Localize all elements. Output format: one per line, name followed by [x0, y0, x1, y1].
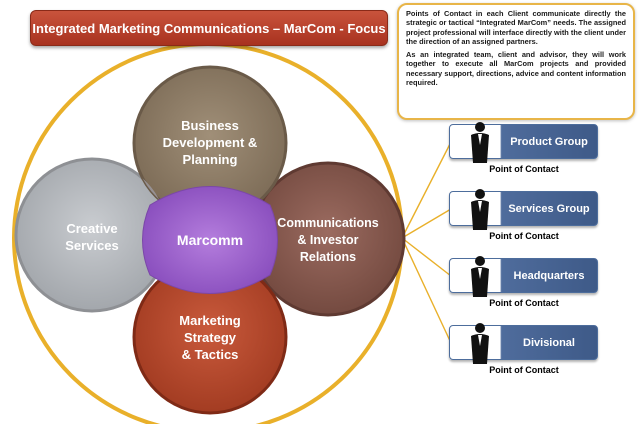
contact-services-group: Services Group Point of Contact	[449, 189, 599, 246]
top-circle-line-2: Development &	[163, 135, 258, 150]
right-circle-line-3: Relations	[300, 250, 356, 264]
contact-headquarters: Headquarters Point of Contact	[449, 256, 599, 313]
note-paragraph-2: As an integrated team, client and adviso…	[406, 49, 626, 88]
points-of-contact-note: Points of Contact in each Client communi…	[397, 3, 635, 120]
contact-connectors	[401, 141, 452, 344]
person-icon	[471, 189, 489, 230]
top-circle-line-1: Business	[181, 118, 239, 133]
top-circle-line-3: Planning	[183, 152, 238, 167]
contact-label: Headquarters	[513, 269, 585, 282]
title-banner: Integrated Marketing Communications – Ma…	[30, 10, 388, 46]
contact-label: Product Group	[510, 135, 588, 148]
contact-label: Services Group	[508, 202, 590, 215]
point-of-contact-label: Point of Contact	[489, 164, 559, 174]
contact-label: Divisional	[523, 336, 575, 349]
note-paragraph-1: Points of Contact in each Client communi…	[406, 9, 626, 47]
bottom-circle-line-3: & Tactics	[182, 347, 239, 362]
point-of-contact-label: Point of Contact	[489, 365, 559, 375]
bottom-circle-line-1: Marketing	[179, 313, 240, 328]
bottom-circle-line-2: Strategy	[184, 330, 237, 345]
point-of-contact-label: Point of Contact	[489, 298, 559, 308]
center-label: Marcomm	[177, 232, 243, 248]
left-circle-line-2: Services	[65, 238, 119, 253]
person-icon	[471, 256, 489, 297]
person-icon	[471, 323, 489, 364]
right-circle-line-2: & Investor	[297, 233, 358, 247]
contact-product-group: Product Group Point of Contact	[449, 122, 599, 179]
left-circle-line-1: Creative	[66, 221, 117, 236]
point-of-contact-label: Point of Contact	[489, 231, 559, 241]
marcomm-center	[142, 186, 278, 294]
person-icon	[471, 122, 489, 163]
contact-divisional: Divisional Point of Contact	[449, 323, 599, 380]
right-circle-line-1: Communications	[277, 216, 378, 230]
